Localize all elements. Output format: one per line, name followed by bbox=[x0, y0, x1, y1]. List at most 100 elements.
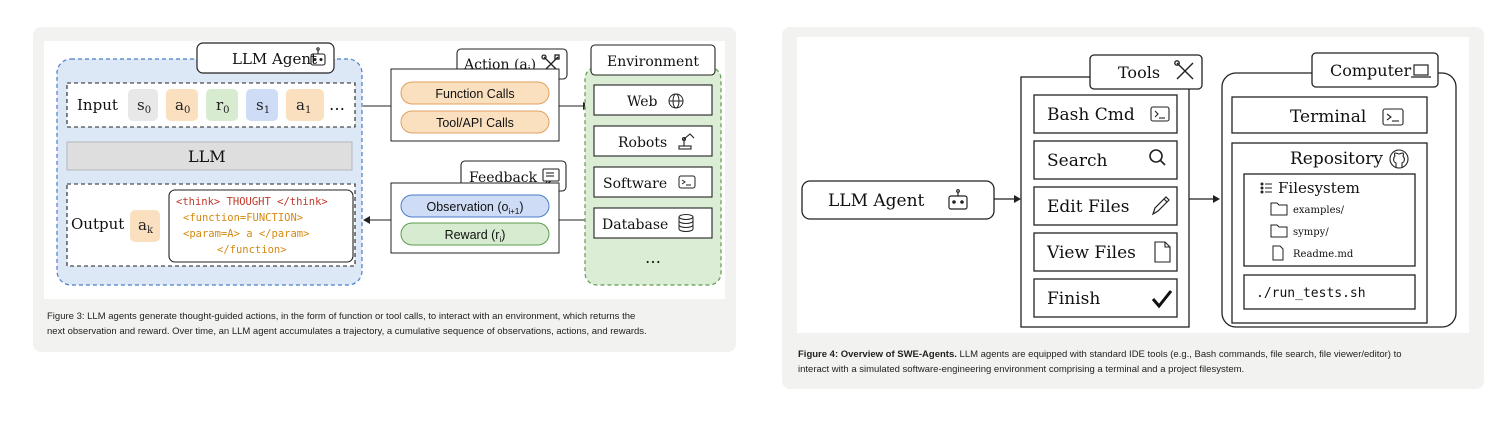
token-r0 bbox=[206, 89, 238, 121]
tool-edit[interactable] bbox=[1033, 186, 1178, 226]
env-web bbox=[593, 84, 713, 116]
observation-pill bbox=[400, 194, 550, 218]
figure4-caption-text2: interact with a simulated software-engin… bbox=[798, 364, 1245, 375]
token-s0-text: s0 bbox=[137, 96, 151, 116]
run-tests-box[interactable] bbox=[1243, 274, 1416, 310]
environment-title: Environment bbox=[607, 54, 699, 70]
tool-view-label: View Files bbox=[1046, 243, 1136, 263]
tool-bash-label: Bash Cmd bbox=[1047, 105, 1135, 125]
f4-arrowhead-computer bbox=[1213, 195, 1220, 203]
llm-label: LLM bbox=[188, 147, 226, 166]
env-software bbox=[593, 166, 713, 198]
f4-agent-label: LLM Agent bbox=[828, 191, 925, 211]
environment-title-box bbox=[590, 44, 716, 76]
check-icon bbox=[1151, 290, 1173, 309]
output-token bbox=[130, 210, 160, 242]
token-ellipsis: … bbox=[329, 95, 345, 114]
terminal-icon bbox=[678, 175, 696, 189]
code-box bbox=[168, 189, 354, 263]
terminal-label: Terminal bbox=[1290, 107, 1366, 127]
function-calls-label: Function Calls bbox=[435, 87, 514, 101]
token-s1-text: s1 bbox=[256, 96, 270, 116]
token-r0-text: r0 bbox=[216, 96, 230, 116]
tool-finish[interactable] bbox=[1033, 278, 1178, 318]
code-line-2: <function=FUNCTION> bbox=[183, 212, 303, 224]
search-icon bbox=[1149, 149, 1166, 166]
repository-label: Repository bbox=[1290, 149, 1383, 169]
env-database bbox=[593, 207, 713, 239]
github-icon bbox=[1389, 149, 1409, 169]
figure4-caption: Figure 4: Overview of SWE-Agents. LLM ag… bbox=[798, 347, 1478, 377]
observation-label: Observation (oi+1) bbox=[426, 200, 523, 216]
tool-calls-pill bbox=[400, 110, 550, 134]
arrowhead-agent bbox=[363, 216, 370, 224]
reward-pill bbox=[400, 222, 550, 246]
f4-terminal-icon bbox=[1150, 106, 1170, 122]
env-software-label: Software bbox=[603, 176, 667, 192]
token-s0 bbox=[128, 89, 158, 121]
figure4-diagram: LLM Agent Tools Bash Cmd Search Edit Fil… bbox=[797, 37, 1469, 333]
agent-title-box bbox=[196, 42, 335, 74]
llm-bar bbox=[66, 141, 353, 171]
token-a1-text: a1 bbox=[296, 96, 311, 116]
file-sympy: sympy/ bbox=[1293, 227, 1329, 238]
tool-search-label: Search bbox=[1047, 151, 1107, 171]
f4-terminal-icon-2 bbox=[1382, 108, 1404, 126]
token-s1 bbox=[246, 89, 278, 121]
figure4-caption-text: LLM agents are equipped with standard ID… bbox=[956, 349, 1402, 360]
tool-calls-label: Tool/API Calls bbox=[436, 116, 514, 130]
terminal-box[interactable] bbox=[1231, 96, 1428, 134]
figure3-caption: Figure 3: LLM agents generate thought-gu… bbox=[47, 309, 732, 339]
env-robots-label: Robots bbox=[618, 135, 667, 151]
reward-label: Reward (ri) bbox=[445, 228, 506, 244]
function-calls-pill bbox=[400, 81, 550, 105]
env-robots bbox=[593, 125, 713, 157]
computer-title-box bbox=[1311, 52, 1439, 88]
file-readme: Readme.md bbox=[1293, 249, 1354, 260]
figure3-caption-text2: next observation and reward. Over time, … bbox=[47, 326, 647, 337]
filesystem-label: Filesystem bbox=[1278, 179, 1360, 197]
file-icon bbox=[1154, 241, 1171, 263]
feedback-title: Feedback bbox=[469, 170, 538, 186]
code-line-4: </function> bbox=[217, 244, 287, 256]
output-token-text: ak bbox=[138, 216, 154, 236]
laptop-icon bbox=[1411, 64, 1431, 78]
computer-title: Computer bbox=[1330, 61, 1411, 80]
pencil-icon bbox=[1151, 196, 1170, 216]
tool-bash[interactable] bbox=[1033, 94, 1178, 134]
code-line-3: <param=A> a </param> bbox=[183, 228, 309, 240]
figure3-card: LLM Agent Input s0 a0 r0 s1 a1 … LLM Out… bbox=[33, 27, 736, 352]
env-more: … bbox=[645, 248, 661, 267]
tools-title-box bbox=[1089, 54, 1203, 90]
figure4-caption-label: Figure 4: Overview of SWE-Agents. bbox=[798, 349, 957, 360]
tool-finish-label: Finish bbox=[1047, 289, 1100, 309]
robot-arm-icon bbox=[678, 133, 695, 150]
robot-icon bbox=[310, 47, 326, 66]
token-a0-text: a0 bbox=[175, 96, 190, 116]
f4-tools-icon bbox=[1174, 60, 1194, 80]
figure3-caption-text: LLM agents generate thought-guided actio… bbox=[84, 311, 636, 322]
output-label: Output bbox=[71, 215, 124, 233]
tool-search[interactable] bbox=[1033, 140, 1178, 180]
run-tests-label: ./run_tests.sh bbox=[1256, 286, 1366, 301]
folder-icon bbox=[1270, 202, 1288, 216]
file-examples: examples/ bbox=[1293, 205, 1345, 216]
tool-view[interactable] bbox=[1033, 232, 1178, 272]
globe-icon bbox=[668, 93, 684, 109]
list-icon bbox=[1260, 182, 1272, 194]
figure3-caption-label: Figure 3: bbox=[47, 311, 85, 322]
f4-agent-box bbox=[801, 180, 995, 220]
database-icon bbox=[678, 214, 694, 232]
env-web-label: Web bbox=[627, 94, 658, 110]
file-icon-2 bbox=[1272, 245, 1284, 261]
f4-arrowhead-tools bbox=[1014, 195, 1021, 203]
input-label: Input bbox=[77, 96, 118, 114]
tools-title: Tools bbox=[1118, 63, 1160, 82]
env-database-label: Database bbox=[602, 217, 668, 233]
agent-title: LLM Agent bbox=[232, 50, 317, 68]
code-line-1: <think> THOUGHT </think> bbox=[176, 196, 328, 208]
token-a0 bbox=[166, 89, 198, 121]
tool-edit-label: Edit Files bbox=[1047, 197, 1129, 217]
f4-robot-icon bbox=[948, 189, 968, 210]
folder-icon-2 bbox=[1270, 224, 1288, 238]
